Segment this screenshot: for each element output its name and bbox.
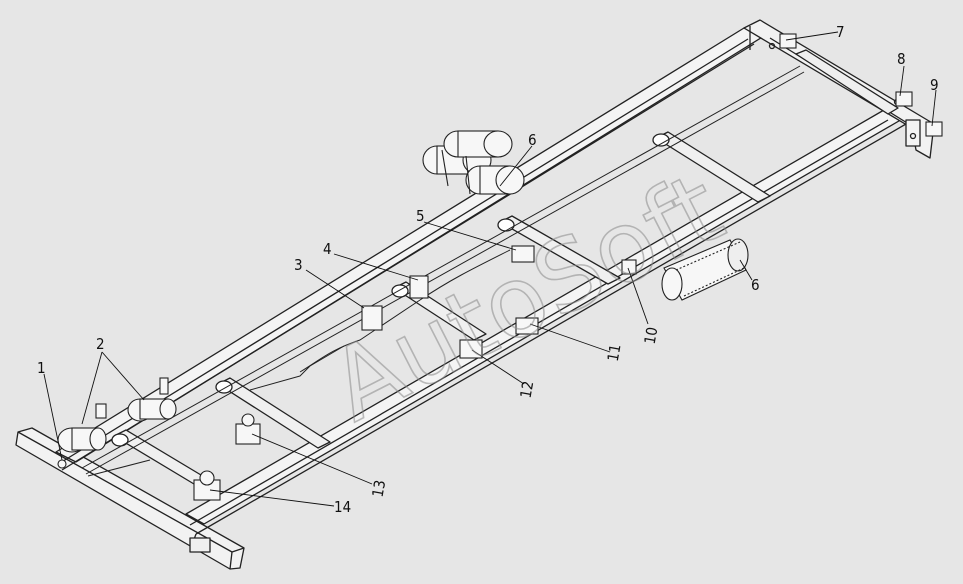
air-receiver-single <box>661 238 749 301</box>
callout-5: 5 <box>416 207 425 225</box>
front-brackets <box>768 42 921 147</box>
air-pipes <box>81 65 805 477</box>
callout-1: 1 <box>37 359 46 377</box>
rear-bumper-block <box>189 537 211 553</box>
callout-12: 12 <box>517 380 538 400</box>
air-receiver-group <box>422 130 525 195</box>
callout-6b: 6 <box>751 276 760 294</box>
callout-3: 3 <box>294 256 303 274</box>
front-inner-cross-member <box>795 49 899 115</box>
callout-14: 14 <box>334 498 351 516</box>
callout-6a: 6 <box>528 131 537 149</box>
brake-chambers-rear <box>57 377 177 469</box>
components <box>57 33 943 501</box>
leader-lines <box>43 31 937 507</box>
callout-2: 2 <box>96 335 105 353</box>
callout-11: 11 <box>604 343 625 363</box>
valves-rear <box>193 413 261 501</box>
valves-mid <box>361 245 637 359</box>
callout-13: 13 <box>369 479 390 499</box>
callout-4: 4 <box>323 240 332 258</box>
callout-7: 7 <box>836 23 845 41</box>
callout-10: 10 <box>641 326 662 346</box>
callout-9: 9 <box>930 76 939 94</box>
callout-8: 8 <box>897 50 906 68</box>
callouts: 1 2 3 4 5 6 6 7 8 9 10 11 12 13 14 <box>37 23 939 516</box>
